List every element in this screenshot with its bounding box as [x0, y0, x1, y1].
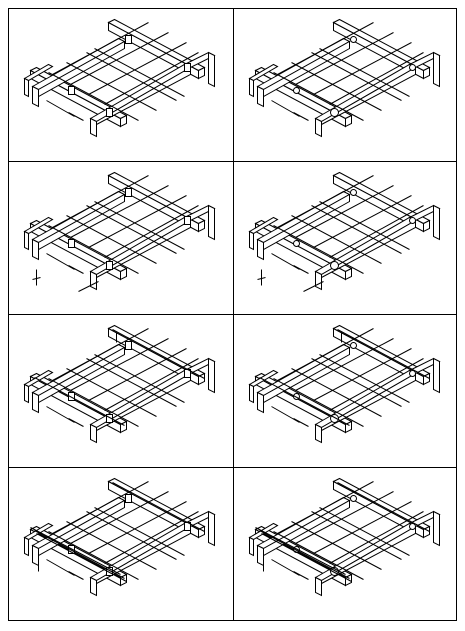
panel-r4-left — [24, 478, 215, 596]
extra-hanger-drawing — [32, 269, 99, 292]
panels-layer — [24, 19, 440, 596]
panel-grid — [8, 8, 457, 621]
extra-hanger-drawing — [257, 269, 324, 292]
panel-r3-left — [24, 325, 215, 443]
panel-r1-left — [24, 19, 215, 137]
panel-r2-left — [24, 172, 215, 292]
panel-r2-right — [249, 172, 440, 292]
assembly-drawing — [24, 172, 215, 290]
assembly-drawing — [249, 19, 440, 137]
assembly-drawing — [24, 19, 215, 137]
assembly-drawing — [24, 325, 215, 443]
panel-r1-right — [249, 19, 440, 137]
panel-r4-right — [249, 478, 440, 596]
panel-r3-right — [249, 325, 440, 443]
assembly-drawing — [249, 325, 440, 443]
assembly-drawing — [249, 172, 440, 290]
